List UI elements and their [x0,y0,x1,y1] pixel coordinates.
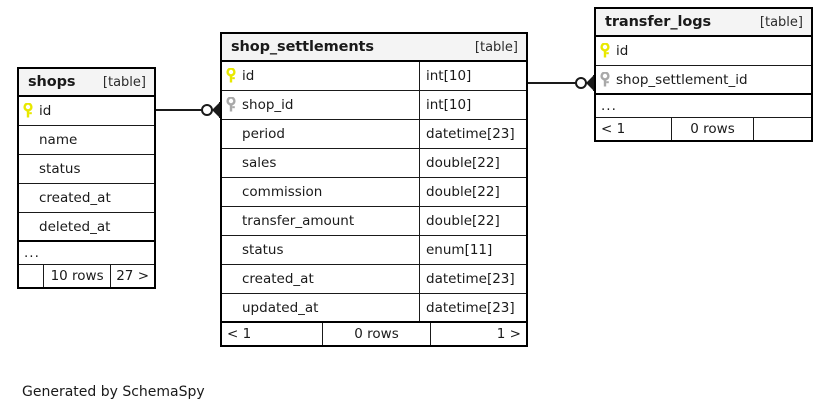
no-key-icon [222,149,240,177]
column-name: commission [242,184,323,200]
table-header-shop-settlements: shop_settlements [table] [222,34,526,62]
next-page-button[interactable]: 1 > [430,323,526,345]
column-name: updated_at [242,299,319,316]
column-name: id [242,68,255,84]
table-row[interactable]: sales double[22] [222,149,526,178]
relationship-shops-to-shop-settlements [150,102,221,118]
column-name: created_at [242,271,314,287]
column-name: id [39,103,52,119]
column-type: double[22] [419,178,526,206]
table-row[interactable]: id [596,37,811,66]
table-row[interactable]: transfer_amount double[22] [222,207,526,236]
table-row[interactable]: created_at datetime[23] [222,265,526,294]
table-header-shops: shops [table] [19,69,154,97]
table-row[interactable]: commission double[22] [222,178,526,207]
relationship-shop-settlements-to-transfer-logs [524,75,595,91]
table-row[interactable]: name [19,126,154,155]
table-title: shop_settlements [231,39,374,55]
column-name: transfer_amount [242,213,355,229]
no-key-icon [222,236,240,264]
cardinality-many-marker [212,102,220,118]
prev-page-button[interactable] [19,265,43,287]
table-row[interactable]: period datetime[23] [222,120,526,149]
column-name: shop_id [242,97,294,113]
table-type-tag: [table] [102,74,146,90]
no-key-icon [222,207,240,235]
foreign-key-icon [222,91,240,119]
column-type: datetime[23] [419,294,526,321]
table-title: transfer_logs [605,14,712,30]
no-key-icon [222,265,240,293]
generated-by-label: Generated by SchemaSpy [22,384,205,400]
column-type: datetime[23] [419,120,526,148]
table-row[interactable]: created_at [19,184,154,213]
cardinality-one-marker [201,104,213,116]
column-name: id [616,43,629,59]
table-type-tag: [table] [759,14,803,30]
no-key-icon [19,126,37,154]
no-key-icon [19,213,37,240]
table-row[interactable]: shop_settlement_id [596,66,811,95]
column-type: int[10] [419,91,526,119]
row-count-label: 0 rows [671,118,753,140]
prev-page-button[interactable]: < 1 [601,121,626,137]
column-type: enum[11] [419,236,526,264]
table-title: shops [28,74,76,90]
column-name: status [242,242,284,258]
column-name: created_at [39,190,111,206]
table-row[interactable]: updated_at datetime[23] [222,294,526,323]
row-count-label: 10 rows [43,265,110,287]
table-shop-settlements[interactable]: shop_settlements [table] id int[10] [220,32,528,347]
no-key-icon [19,184,37,212]
more-columns-indicator: ... [19,242,154,265]
table-footer-shop-settlements: < 1 0 rows 1 > [222,323,526,345]
table-footer-transfer-logs: < 1 0 rows [596,118,811,140]
table-row[interactable]: status [19,155,154,184]
no-key-icon [222,120,240,148]
primary-key-icon [19,97,37,125]
next-page-button[interactable] [753,118,811,140]
column-name: name [39,132,78,148]
no-key-icon [222,294,240,321]
table-row[interactable]: shop_id int[10] [222,91,526,120]
table-row[interactable]: status enum[11] [222,236,526,265]
column-name: status [39,161,81,177]
prev-page-button[interactable]: < 1 [227,326,252,342]
table-type-tag: [table] [474,39,518,55]
table-row[interactable]: id [19,97,154,126]
column-type: double[22] [419,149,526,177]
cardinality-many-marker [586,75,594,91]
column-name: shop_settlement_id [616,71,748,88]
row-count-label: 0 rows [322,323,430,345]
column-type: double[22] [419,207,526,235]
primary-key-icon [596,37,614,65]
table-footer-shops: 10 rows 27 > [19,265,154,287]
no-key-icon [19,155,37,183]
column-type: int[10] [419,62,526,90]
column-type: datetime[23] [419,265,526,293]
column-name: period [242,126,286,142]
table-transfer-logs[interactable]: transfer_logs [table] id [594,7,813,142]
table-row[interactable]: deleted_at [19,213,154,242]
column-name: sales [242,155,277,171]
column-name: deleted_at [39,218,111,235]
primary-key-icon [222,62,240,90]
next-page-button[interactable]: 27 > [110,265,154,287]
cardinality-one-marker [575,77,587,89]
more-columns-indicator: ... [596,95,811,118]
table-header-transfer-logs: transfer_logs [table] [596,9,811,37]
table-row[interactable]: id int[10] [222,62,526,91]
no-key-icon [222,178,240,206]
foreign-key-icon [596,66,614,93]
table-shops[interactable]: shops [table] id name status [17,67,156,289]
